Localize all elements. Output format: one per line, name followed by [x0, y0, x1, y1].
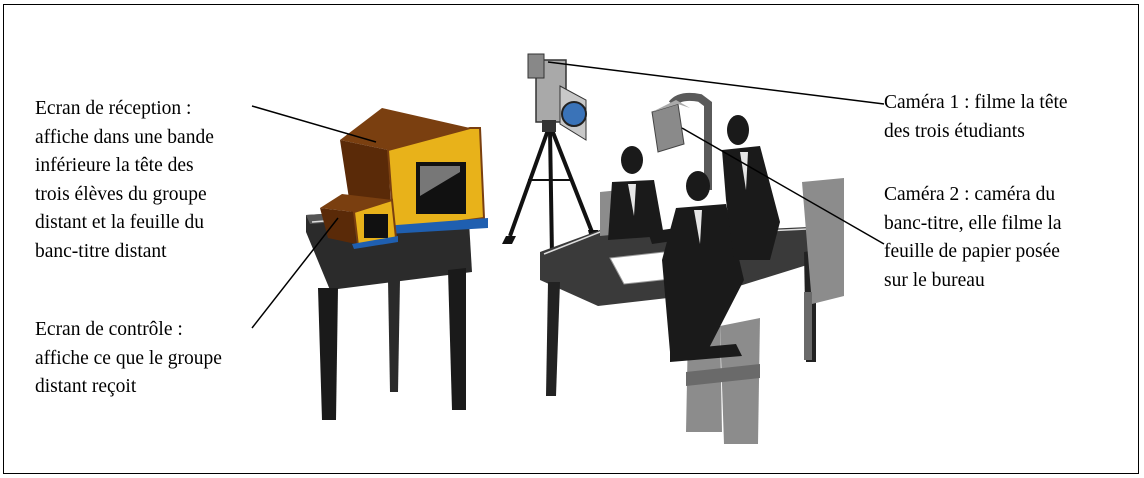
camera-2-line-3: feuille de papier posée [884, 238, 1062, 267]
reception-line-3: inférieure la tête des [35, 152, 214, 181]
camera-1-line-2: des trois étudiants [884, 118, 1068, 147]
control-line-2: affiche ce que le groupe [35, 345, 222, 374]
reception-line-5: distant et la feuille du [35, 209, 214, 238]
camera-2-line-1: Caméra 2 : caméra du [884, 181, 1062, 210]
label-control-screen: Ecran de contrôle : affiche ce que le gr… [35, 316, 222, 402]
label-camera-2: Caméra 2 : caméra du banc-titre, elle fi… [884, 181, 1062, 295]
reception-line-6: banc-titre distant [35, 238, 214, 267]
reception-line-2: affiche dans une bande [35, 124, 214, 153]
label-reception-screen: Ecran de réception : affiche dans une ba… [35, 95, 214, 266]
label-camera-1: Caméra 1 : filme la tête des trois étudi… [884, 89, 1068, 146]
camera-1-line-1: Caméra 1 : filme la tête [884, 89, 1068, 118]
reception-line-1: Ecran de réception : [35, 95, 214, 124]
leader-camera-1 [548, 62, 884, 104]
control-line-3: distant reçoit [35, 373, 222, 402]
leader-reception-screen [252, 106, 376, 142]
control-line-1: Ecran de contrôle : [35, 316, 222, 345]
reception-line-4: trois élèves du groupe [35, 181, 214, 210]
camera-2-line-4: sur le bureau [884, 267, 1062, 296]
camera-2-line-2: banc-titre, elle filme la [884, 210, 1062, 239]
camera-1-tripod [502, 54, 600, 262]
